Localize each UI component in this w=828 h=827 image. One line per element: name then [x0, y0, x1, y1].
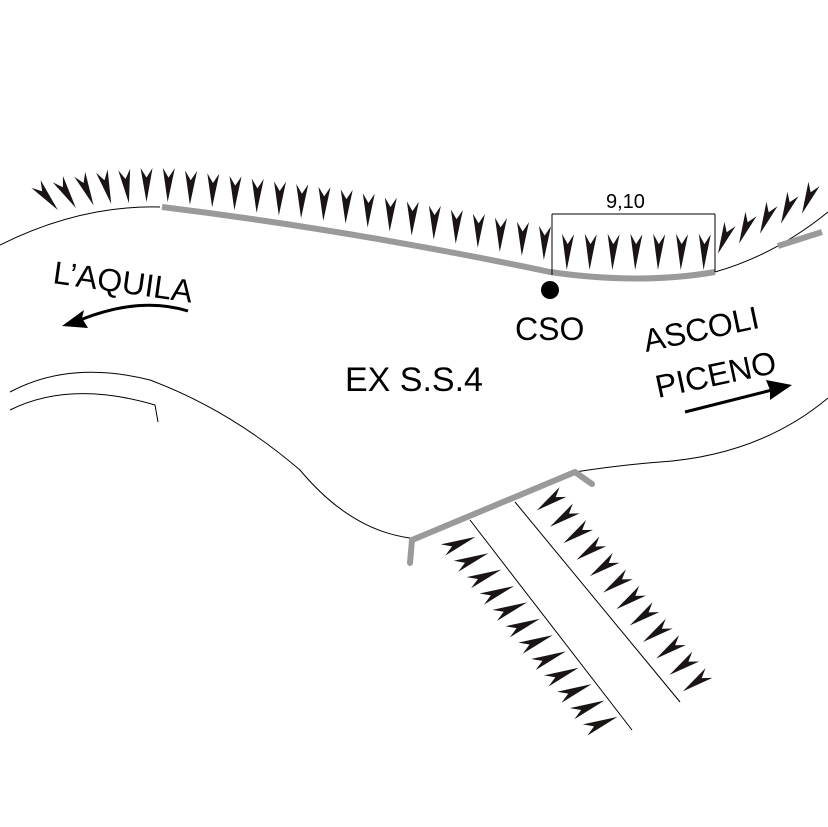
slope-tick-icon — [556, 684, 592, 703]
side-road-right-edge — [514, 501, 681, 703]
slope-tick-icon — [781, 191, 799, 224]
slope-tick-icon — [616, 585, 647, 610]
slope-tick-icon — [653, 233, 666, 270]
slope-tick-icon — [384, 197, 397, 232]
slope-tick-icon — [516, 221, 529, 256]
slope-tick-icon — [536, 487, 567, 511]
slope-tick-icon — [607, 233, 620, 270]
road-top-edge — [0, 206, 161, 246]
slope-tick-icon — [669, 651, 700, 675]
guardrail-right — [777, 229, 823, 249]
slope-tick-icon — [544, 667, 579, 687]
slope-tick-icon — [550, 503, 580, 527]
slope-tick-icon — [563, 519, 593, 544]
slope-tick-icon — [518, 635, 553, 654]
slope-tick-icon — [440, 536, 476, 556]
slope-tick-icon — [603, 569, 633, 593]
laquila-label: L’AQUILA — [51, 254, 196, 309]
slope-tick-icon — [140, 167, 153, 202]
slope-tick-icon — [296, 184, 309, 219]
slope-tick-icon — [739, 211, 757, 244]
slope-ticks — [31, 167, 820, 736]
slope-tick-icon — [31, 180, 58, 211]
cso-label: CSO — [515, 311, 584, 347]
slope-tick-icon — [453, 553, 489, 572]
slope-tick-icon — [362, 193, 375, 228]
dimension-marker — [551, 213, 716, 275]
slope-tick-icon — [676, 233, 688, 270]
slope-tick-icon — [318, 186, 331, 221]
slope-tick-icon — [450, 209, 463, 244]
slope-tick-icon — [630, 233, 643, 270]
slope-tick-icon — [589, 552, 620, 577]
road-bottom-edge — [9, 371, 411, 539]
slope-tick-icon — [562, 233, 574, 270]
slope-tick-icon — [96, 169, 112, 204]
slope-tick-icon — [539, 225, 551, 260]
slope-tick-icon — [162, 167, 175, 203]
slope-tick-icon — [802, 181, 820, 214]
road-top-edge-right — [714, 211, 828, 273]
cso-point — [541, 281, 559, 299]
guardrail-main — [161, 204, 716, 282]
slope-tick-icon — [629, 602, 660, 626]
slope-tick-icon — [642, 618, 673, 642]
slope-tick-icon — [682, 668, 713, 692]
slope-tick-icon — [466, 569, 502, 589]
slope-tick-icon — [251, 178, 264, 213]
slope-tick-icon — [718, 221, 736, 254]
slope-tick-icon — [52, 175, 76, 208]
slope-tick-icon — [576, 536, 607, 560]
slope-tick-icon — [494, 217, 507, 252]
road-name-label: EX S.S.4 — [345, 361, 483, 399]
slope-tick-icon — [207, 173, 220, 208]
road-bottom-edge-right — [574, 397, 828, 473]
slope-tick-icon — [340, 189, 353, 224]
slope-tick-icon — [656, 635, 686, 659]
slope-tick-icon — [531, 651, 566, 671]
slope-tick-icon — [185, 170, 198, 205]
slope-tick-icon — [479, 585, 515, 605]
ascoli-arrowhead-icon — [766, 380, 792, 400]
slope-tick-icon — [505, 618, 540, 638]
slope-tick-icon — [406, 201, 419, 236]
slope-tick-icon — [584, 233, 597, 270]
dimension-label: 9,10 — [606, 191, 645, 213]
laquila-arrowhead-icon — [62, 310, 88, 328]
slope-tick-icon — [74, 171, 94, 206]
slope-tick-icon — [492, 602, 528, 622]
slope-tick-icon — [274, 181, 287, 216]
ascoli-arrow — [684, 388, 773, 414]
road-inner-edge — [9, 393, 159, 423]
slope-tick-icon — [582, 716, 618, 736]
side-road-left-edge — [469, 519, 633, 731]
slope-tick-icon — [118, 168, 131, 204]
guardrail-side — [407, 469, 595, 566]
slope-tick-icon — [229, 175, 242, 211]
slope-tick-icon — [472, 213, 485, 248]
slope-tick-icon — [428, 205, 441, 240]
slope-tick-icon — [569, 700, 605, 720]
slope-tick-icon — [760, 201, 778, 234]
laquila-arrow — [79, 303, 189, 322]
slope-tick-icon — [698, 233, 711, 270]
